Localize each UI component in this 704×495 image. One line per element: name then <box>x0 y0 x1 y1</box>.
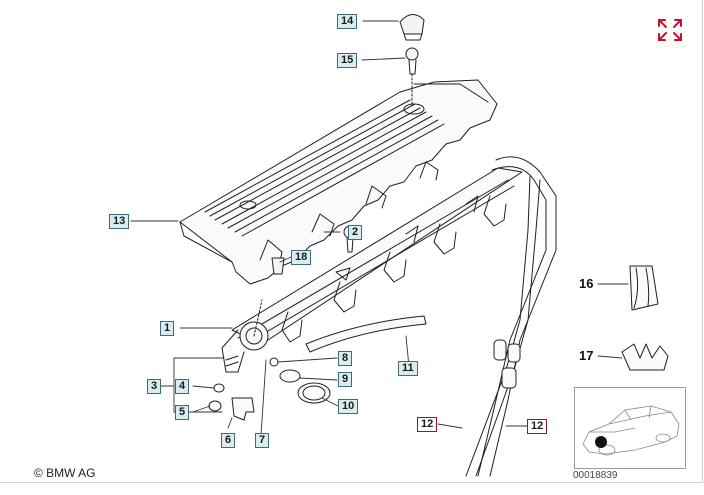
callout-13[interactable]: 13 <box>109 214 130 229</box>
car-location-thumbnail[interactable] <box>574 387 686 469</box>
callout-5[interactable]: 5 <box>175 405 190 420</box>
callout-10[interactable]: 10 <box>338 399 359 414</box>
diagram-frame <box>0 0 703 483</box>
callout-14[interactable]: 14 <box>337 14 358 29</box>
callout-11[interactable]: 11 <box>398 361 418 376</box>
callout-6[interactable]: 6 <box>221 433 236 448</box>
fuel-rail-drawing <box>221 167 523 373</box>
callout-1[interactable]: 1 <box>160 321 175 336</box>
expand-arrows-icon[interactable] <box>657 18 683 42</box>
callout-15[interactable]: 15 <box>337 53 358 68</box>
callout-12-right[interactable]: 12 <box>527 419 548 434</box>
callout-2[interactable]: 2 <box>348 225 363 240</box>
callout-9[interactable]: 9 <box>338 372 353 387</box>
label-16[interactable]: 16 <box>579 276 594 291</box>
cap-and-bolt-drawing <box>399 14 425 105</box>
callout-18[interactable]: 18 <box>291 250 312 265</box>
document-number: 00018839 <box>573 470 618 481</box>
callout-8[interactable]: 8 <box>338 351 353 366</box>
callout-12-left[interactable]: 12 <box>417 417 438 432</box>
callout-7[interactable]: 7 <box>255 433 270 448</box>
engine-cover-drawing <box>179 79 498 285</box>
fuel-lines-drawing <box>305 156 557 477</box>
copyright-notice: © BMW AG <box>34 466 96 480</box>
callout-4[interactable]: 4 <box>175 379 190 394</box>
label-17[interactable]: 17 <box>579 348 594 363</box>
callout-3[interactable]: 3 <box>147 379 162 394</box>
